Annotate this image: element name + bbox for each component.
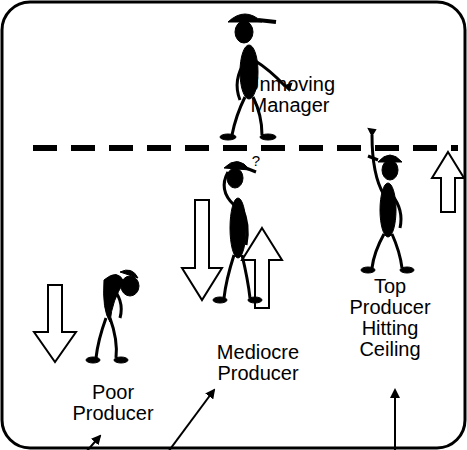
- poor-label: Poor Producer: [54, 382, 172, 424]
- pointer-arrow: [394, 390, 396, 450]
- manager-label: Unmoving Manager: [238, 74, 342, 116]
- mediocre-label: Mediocre Producer: [192, 342, 324, 384]
- top-up-arrow: [432, 152, 464, 212]
- top-producer-label: Top Producer Hitting Ceiling: [342, 276, 438, 360]
- mediocre-figure: [213, 161, 262, 303]
- poor-arrow: [34, 285, 76, 362]
- pointer-arrow: [86, 436, 100, 450]
- question-mark: ?: [246, 150, 266, 171]
- mediocre-down-arrow: [182, 200, 222, 300]
- poor-figure: [86, 270, 139, 363]
- pointer-arrow: [168, 390, 214, 450]
- top-figure: [361, 129, 414, 273]
- ceiling-line: [33, 145, 458, 151]
